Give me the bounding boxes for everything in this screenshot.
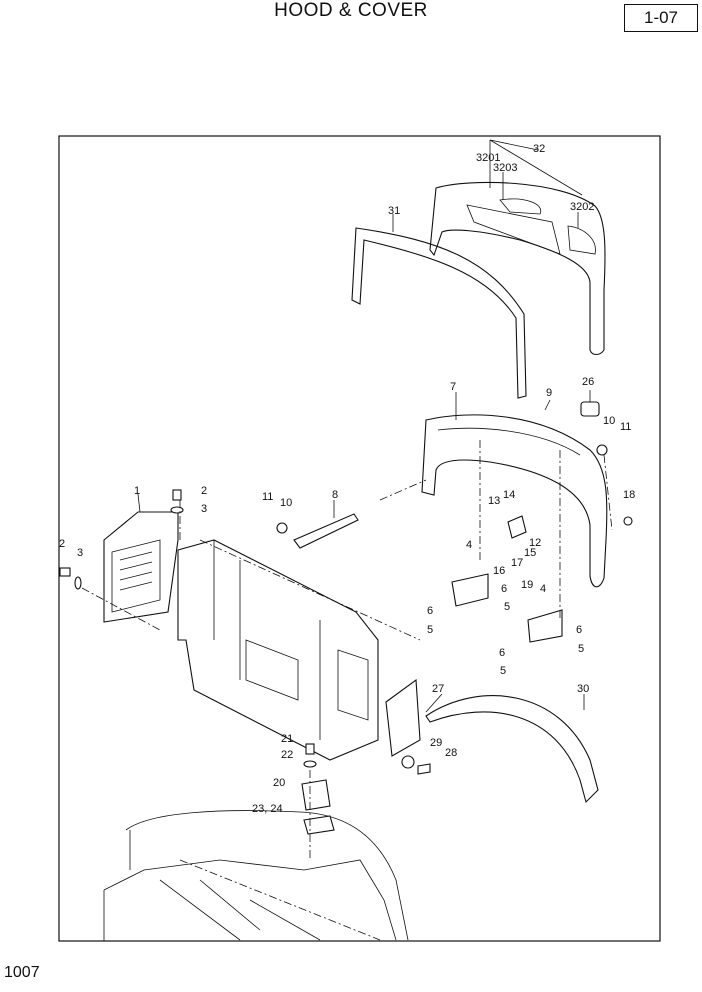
label-3b: 3 — [77, 547, 83, 559]
washer-3a — [170, 506, 184, 514]
lock-26 — [580, 401, 600, 417]
label-15: 15 — [524, 547, 536, 559]
label-7: 7 — [450, 381, 456, 393]
latch-12 — [507, 515, 527, 539]
hood-top-cover-32 — [429, 181, 606, 356]
label-27: 27 — [432, 683, 444, 695]
label-26: 26 — [582, 376, 594, 388]
label-18: 18 — [623, 489, 635, 501]
label-11b: 11 — [620, 421, 631, 433]
part-labels: 1 2 3 2 3 11 10 8 31 32 3201 3203 3202 7… — [59, 143, 635, 815]
label-5d: 5 — [500, 665, 506, 677]
label-14: 14 — [503, 489, 515, 501]
bolt-2b — [59, 567, 71, 577]
page-code-box: 1-07 — [624, 4, 698, 32]
label-6b: 6 — [427, 605, 433, 617]
label-3201: 3201 — [476, 152, 500, 164]
side-cover-1 — [103, 511, 179, 623]
bolt-21 — [305, 743, 315, 755]
label-2a: 2 — [201, 485, 207, 497]
label-3a: 3 — [201, 503, 207, 515]
label-31: 31 — [388, 205, 400, 217]
washer-3b — [74, 576, 82, 590]
rubber-seal-30 — [425, 695, 599, 804]
washer-10a — [276, 522, 288, 534]
center-cover-body — [177, 539, 379, 761]
hinge-4b — [527, 609, 563, 643]
label-5a: 5 — [504, 601, 510, 613]
label-11a: 11 — [262, 491, 273, 503]
label-20: 20 — [273, 777, 285, 789]
page-title: HOOD & COVER — [274, 0, 428, 21]
label-3203: 3203 — [493, 162, 517, 174]
page-number: 1007 — [4, 964, 40, 981]
label-16: 16 — [493, 565, 505, 577]
label-12: 12 — [529, 537, 541, 549]
leader-lines — [137, 139, 591, 713]
stay-8 — [293, 513, 359, 549]
bolt-2a — [172, 489, 182, 501]
side-plate-27 — [385, 678, 421, 757]
label-10b: 10 — [603, 415, 615, 427]
hinge-4a — [451, 573, 489, 607]
base-frame — [103, 810, 409, 941]
label-6c: 6 — [576, 624, 582, 636]
label-5b: 5 — [427, 624, 433, 636]
bolt-28 — [417, 763, 431, 775]
latch-20 — [301, 779, 331, 811]
label-8: 8 — [332, 489, 338, 501]
label-30: 30 — [577, 683, 589, 695]
label-6a: 6 — [501, 583, 507, 595]
label-4a: 4 — [466, 539, 472, 551]
washer-29 — [401, 755, 415, 769]
label-2b: 2 — [59, 538, 65, 550]
label-17: 17 — [511, 557, 523, 569]
assembly-lines — [81, 440, 613, 860]
label-6d: 6 — [499, 647, 505, 659]
label-21: 21 — [281, 733, 293, 745]
plate-23-24 — [303, 815, 335, 835]
label-23-24: 23, 24 — [252, 803, 283, 815]
label-13: 13 — [488, 495, 500, 507]
label-10a: 10 — [280, 497, 292, 509]
label-19: 19 — [521, 579, 533, 591]
label-4b: 4 — [540, 583, 546, 595]
label-3202: 3202 — [570, 201, 594, 213]
label-22: 22 — [281, 749, 293, 761]
hood-7 — [421, 414, 608, 588]
label-32: 32 — [533, 143, 545, 155]
seal-31 — [351, 227, 527, 399]
label-9: 9 — [546, 387, 552, 399]
label-1: 1 — [134, 485, 140, 497]
washer-10b — [596, 444, 608, 456]
washer-22 — [303, 760, 317, 768]
label-28: 28 — [445, 747, 457, 759]
label-5c: 5 — [578, 643, 584, 655]
bolt-18 — [623, 516, 633, 526]
label-29: 29 — [430, 737, 442, 749]
diagram-frame — [58, 135, 661, 942]
